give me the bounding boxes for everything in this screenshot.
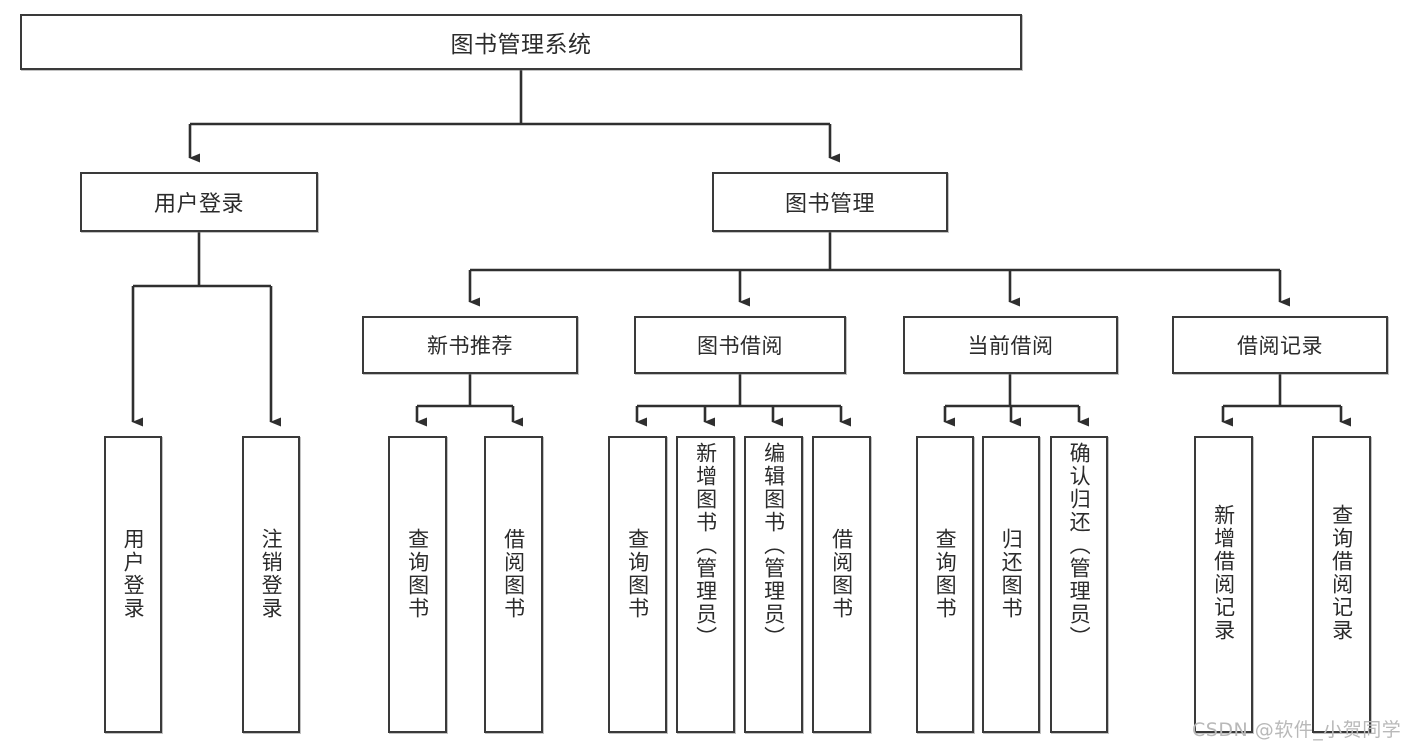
- node-leaf-borrow-book-1-label: 借阅图书: [501, 528, 526, 620]
- node-root[interactable]: 图书管理系统: [20, 14, 1022, 70]
- node-borrow-record[interactable]: 借阅记录: [1172, 316, 1388, 374]
- node-leaf-logout-login-label: 注销登录: [259, 528, 284, 620]
- node-leaf-borrow-book-2[interactable]: 借阅图书: [812, 436, 871, 733]
- node-leaf-query-book-2-label: 查询图书: [625, 528, 650, 620]
- node-book-borrow-label: 图书借阅: [697, 334, 783, 358]
- node-leaf-user-login-label: 用户登录: [121, 528, 146, 620]
- node-leaf-borrow-book-2-label: 借阅图书: [829, 528, 854, 620]
- node-leaf-return-book[interactable]: 归还图书: [982, 436, 1040, 733]
- node-user-login-label: 用户登录: [153, 192, 244, 217]
- node-root-label: 图书管理系统: [450, 32, 592, 58]
- node-current-borrow-label: 当前借阅: [967, 334, 1054, 358]
- node-book-management-label: 图书管理: [784, 192, 875, 217]
- node-leaf-borrow-book-1[interactable]: 借阅图书: [484, 436, 543, 733]
- node-book-management[interactable]: 图书管理: [712, 172, 948, 232]
- node-leaf-query-book-3-label: 查询图书: [933, 528, 958, 620]
- node-leaf-edit-book-admin[interactable]: 编辑图书（管理员）: [744, 436, 803, 733]
- node-leaf-add-borrow-record-label: 新增借阅记录: [1211, 504, 1236, 642]
- node-leaf-query-book-1[interactable]: 查询图书: [388, 436, 447, 733]
- node-leaf-add-book-admin[interactable]: 新增图书（管理员）: [676, 436, 735, 733]
- node-leaf-query-borrow-record-label: 查询借阅记录: [1329, 504, 1354, 642]
- node-borrow-record-label: 借阅记录: [1237, 334, 1323, 358]
- node-leaf-confirm-return-admin[interactable]: 确认归还（管理员）: [1050, 436, 1108, 733]
- node-leaf-user-login[interactable]: 用户登录: [104, 436, 162, 733]
- node-leaf-return-book-label: 归还图书: [999, 528, 1024, 620]
- node-user-login[interactable]: 用户登录: [80, 172, 318, 232]
- node-leaf-edit-book-admin-label: 编辑图书（管理员）: [761, 442, 786, 649]
- node-leaf-query-book-1-label: 查询图书: [405, 528, 430, 620]
- node-leaf-query-book-2[interactable]: 查询图书: [608, 436, 667, 733]
- node-book-borrow[interactable]: 图书借阅: [634, 316, 846, 374]
- node-leaf-query-book-3[interactable]: 查询图书: [916, 436, 974, 733]
- node-leaf-logout-login[interactable]: 注销登录: [242, 436, 300, 733]
- node-new-book-recommend-label: 新书推荐: [427, 334, 513, 358]
- node-leaf-confirm-return-admin-label: 确认归还（管理员）: [1067, 442, 1092, 649]
- node-new-book-recommend[interactable]: 新书推荐: [362, 316, 578, 374]
- node-leaf-add-borrow-record[interactable]: 新增借阅记录: [1194, 436, 1253, 733]
- node-leaf-add-book-admin-label: 新增图书（管理员）: [693, 442, 718, 649]
- node-current-borrow[interactable]: 当前借阅: [903, 316, 1118, 374]
- csdn-watermark: CSDN @软件_小贺同学: [1192, 719, 1402, 741]
- node-leaf-query-borrow-record[interactable]: 查询借阅记录: [1312, 436, 1371, 733]
